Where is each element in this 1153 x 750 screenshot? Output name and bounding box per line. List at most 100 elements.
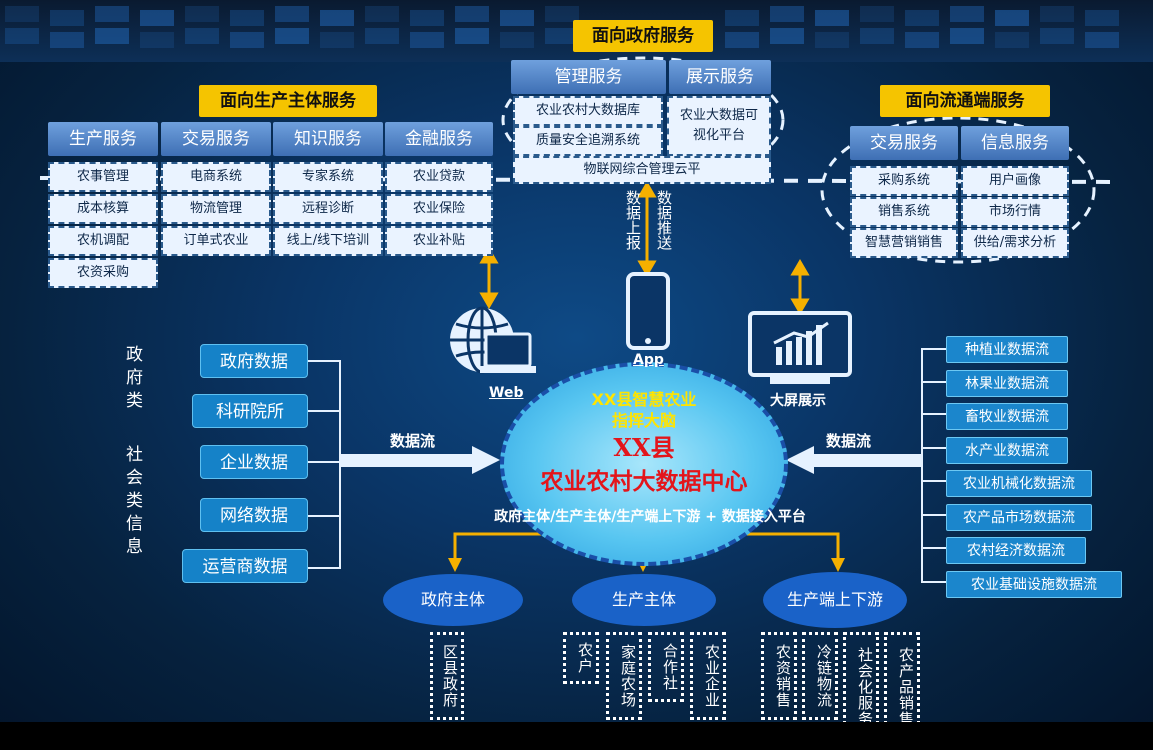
subject-oval[interactable]: 生产端上下游 [763, 572, 907, 628]
subject-member: 冷链物流 [802, 632, 838, 720]
circulation-item: 销售系统 [850, 197, 958, 227]
bg-tile [410, 10, 444, 26]
center-headline-1: XX县 [613, 433, 675, 462]
gov-db-item: 农业农村大数据库 [513, 96, 663, 126]
bg-tile [185, 6, 219, 22]
bg-tile [725, 10, 759, 26]
right-source-item: 农业基础设施数据流 [946, 570, 1122, 598]
bg-tile [1040, 28, 1074, 44]
bg-tile [230, 32, 264, 48]
producer-col-0-header[interactable]: 生产服务 [48, 122, 158, 156]
bg-tile [725, 32, 759, 48]
tab-display-service[interactable]: 展示服务 [669, 60, 771, 94]
circulation-dashed-ring [820, 116, 1096, 264]
bg-tile [545, 6, 579, 22]
subject-member: 农资销售 [761, 632, 797, 720]
bg-tile [770, 28, 804, 44]
left-source-item: 政府数据 [200, 344, 308, 378]
left-data-flow-label: 数据流 [390, 432, 436, 450]
subject-member: 农户 [563, 632, 599, 684]
gov-cloud-platform: 物联网综合管理云平 [513, 156, 771, 184]
bg-tile [860, 28, 894, 44]
right-data-flow-label: 数据流 [826, 432, 872, 450]
bottom-bar [0, 722, 1153, 750]
producer-item: 农业贷款 [385, 162, 493, 192]
producer-item: 农资采购 [48, 258, 158, 288]
right-bracket [921, 348, 946, 583]
bg-tile [905, 32, 939, 48]
circulation-item: 采购系统 [850, 166, 958, 196]
subject-member: 合作社 [648, 632, 684, 702]
bg-tile [365, 6, 399, 22]
bg-tile [5, 28, 39, 44]
bg-tile [185, 28, 219, 44]
bg-tile [455, 28, 489, 44]
right-source-item: 农产品市场数据流 [946, 503, 1092, 531]
bg-tile [230, 10, 264, 26]
bg-tile [95, 28, 129, 44]
bg-tile [950, 6, 984, 22]
bg-tile [815, 32, 849, 48]
circulation-col-0-header[interactable]: 交易服务 [850, 126, 958, 160]
producer-item: 农业补贴 [385, 226, 493, 256]
app-label: App [633, 352, 664, 368]
left-source-item: 运营商数据 [182, 549, 308, 583]
center-headline-2: 农业农村大数据中心 [540, 468, 748, 495]
right-source-item: 种植业数据流 [946, 336, 1068, 363]
producer-item: 专家系统 [273, 162, 383, 192]
right-source-item: 农业机械化数据流 [946, 470, 1092, 497]
tab-mgmt-service[interactable]: 管理服务 [511, 60, 666, 94]
producer-col-3-header[interactable]: 金融服务 [385, 122, 493, 156]
bg-tile [5, 6, 39, 22]
gov-category-label: 政府类 [122, 345, 142, 414]
subject-oval[interactable]: 政府主体 [383, 574, 523, 626]
producer-col-2-header[interactable]: 知识服务 [273, 122, 383, 156]
bg-tile [950, 28, 984, 44]
left-source-item: 科研院所 [192, 394, 308, 428]
brain-line2: 指挥大脑 [611, 411, 676, 430]
left-bracket [308, 360, 341, 569]
bg-tile [1040, 6, 1074, 22]
big-screen-icon[interactable] [748, 311, 852, 387]
right-source-item: 农村经济数据流 [946, 537, 1086, 564]
right-source-item: 畜牧业数据流 [946, 403, 1068, 430]
data-push-label: 数据推送 [655, 190, 673, 250]
bg-tile [275, 6, 309, 22]
producer-item: 成本核算 [48, 194, 158, 224]
right-flow-arrow [786, 446, 922, 474]
web-label: Web [489, 385, 524, 401]
bg-tile [995, 10, 1029, 26]
circulation-item: 智慧营销销售 [850, 228, 958, 258]
bg-tile [365, 28, 399, 44]
bg-tile [275, 28, 309, 44]
bg-tile [140, 32, 174, 48]
producer-item: 远程诊断 [273, 194, 383, 224]
web-globe-icon[interactable] [446, 304, 536, 384]
bg-tile [500, 32, 534, 48]
producer-item: 线上/线下培训 [273, 226, 383, 256]
web-link-arrow [479, 247, 499, 309]
bg-tile [410, 32, 444, 48]
bg-tile [50, 32, 84, 48]
producer-item: 农机调配 [48, 226, 158, 256]
producer-item: 物流管理 [161, 194, 271, 224]
subject-oval[interactable]: 生产主体 [572, 574, 716, 626]
bg-tile [1085, 32, 1119, 48]
subject-label: 生产主体 [611, 590, 676, 609]
bg-tile [905, 10, 939, 26]
data-center-oval [500, 362, 788, 566]
bg-tile [545, 28, 579, 44]
bg-tile [455, 6, 489, 22]
left-source-item: 企业数据 [200, 445, 308, 479]
circulation-col-1-header[interactable]: 信息服务 [961, 126, 1069, 160]
subject-label: 生产端上下游 [786, 590, 883, 609]
producer-col-1-header[interactable]: 交易服务 [161, 122, 271, 156]
bg-tile [815, 10, 849, 26]
producer-item: 订单式农业 [161, 226, 271, 256]
circulation-item: 供给/需求分析 [961, 228, 1069, 258]
app-phone-icon[interactable] [626, 272, 670, 350]
circulation-item: 用户画像 [961, 166, 1069, 196]
bg-tile [320, 32, 354, 48]
bg-tile [995, 32, 1029, 48]
